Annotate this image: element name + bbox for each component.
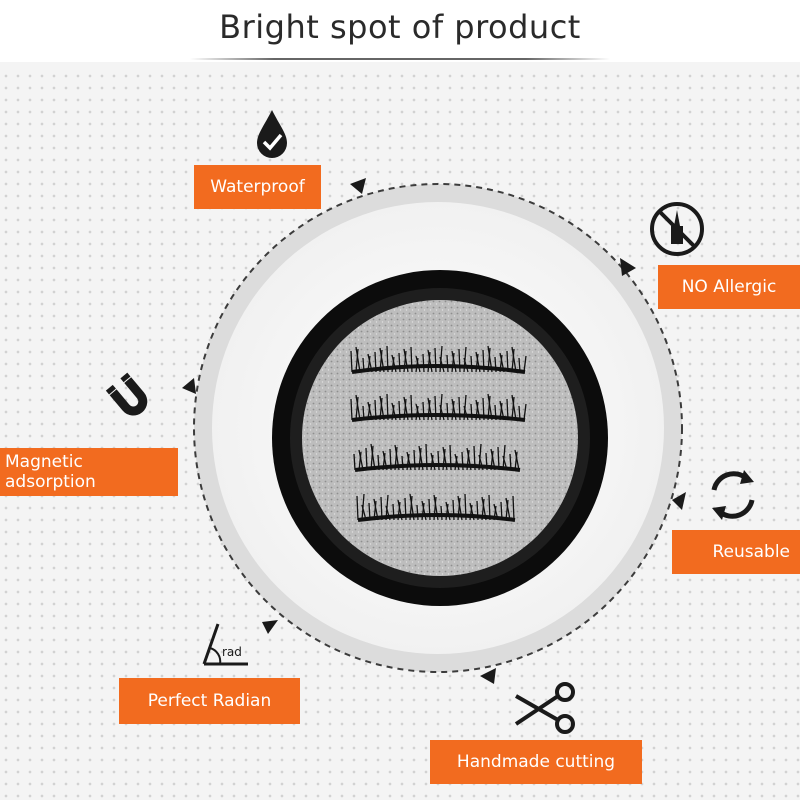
no-allergic-icon [648,200,706,262]
title-underline [190,58,610,60]
recycle-icon [704,466,762,528]
dashed-ring [193,183,683,673]
radian-icon: rad [198,620,254,674]
magnet-icon [104,372,160,432]
radian-icon-text: rad [222,645,242,659]
feature-label-waterproof: Waterproof [194,165,321,209]
ring-arrows [182,178,686,684]
feature-label-radian: Perfect Radian [119,678,300,724]
eyelash-fibers [350,345,527,521]
waterproof-icon [254,108,290,162]
feature-label-reusable: Reusable [672,530,800,574]
header-bar: Bright spot of product [0,0,800,62]
scissors-icon [512,680,578,740]
case-inner [302,300,578,576]
feature-label-handmade: Handmade cutting [430,740,642,784]
page-title: Bright spot of product [219,8,581,46]
feature-label-magnetic: Magnetic adsorption [0,448,178,496]
feature-label-no-allergic: NO Allergic [658,265,800,309]
